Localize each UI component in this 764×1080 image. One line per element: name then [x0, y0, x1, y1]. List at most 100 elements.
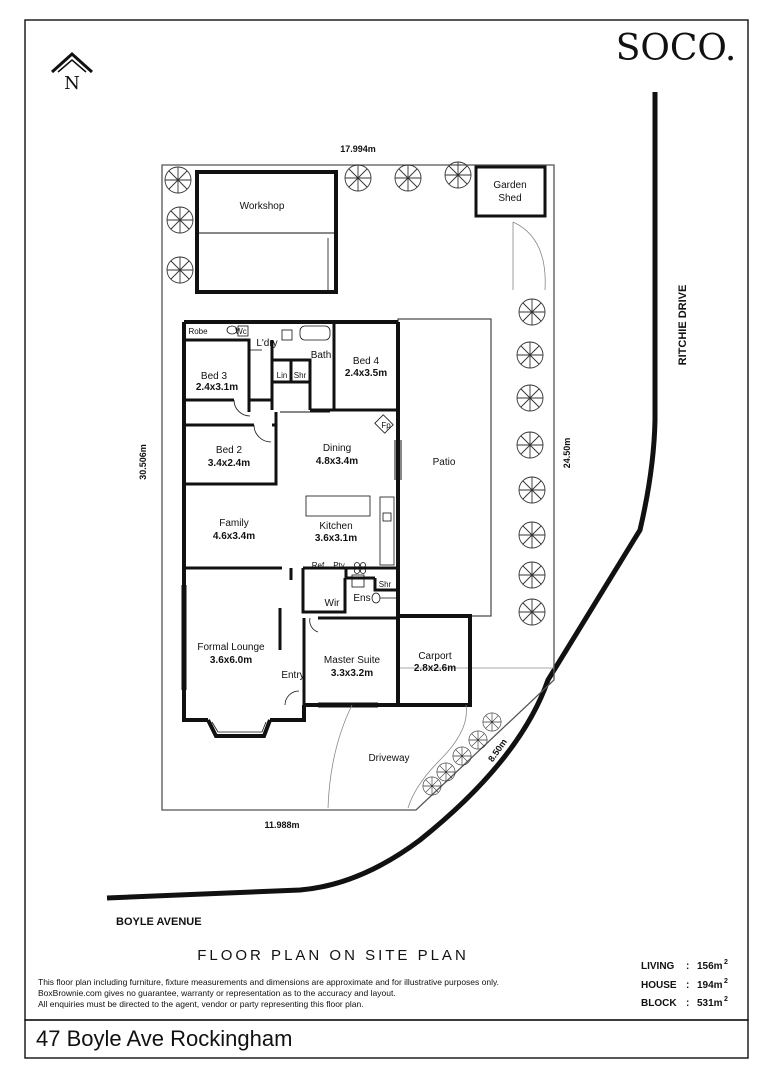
tree-icon: [436, 762, 456, 782]
driveway-edge-left: [327, 704, 353, 809]
tree-icon: [518, 298, 546, 326]
bed3-size: 2.4x3.1m: [196, 382, 238, 393]
disclaimer-line-2: BoxBrownie.com gives no guarantee, warra…: [38, 988, 396, 998]
garden-trees: [164, 161, 546, 796]
ref-label: Ref: [312, 561, 325, 570]
tree-icon: [394, 164, 422, 192]
toilet-icon: [226, 325, 238, 335]
dim-top: 17.994m: [340, 144, 376, 154]
compass-label: N: [64, 73, 80, 94]
stat-block-value: 531m: [697, 998, 723, 1009]
house-walls: [182, 320, 472, 722]
pty-label: Pty: [333, 561, 345, 570]
stat-block-sup: 2: [724, 996, 728, 1003]
tree-icon: [452, 746, 472, 766]
ens-basin-icon: [351, 574, 365, 588]
tree-icon: [518, 598, 546, 626]
driveway-edge-right: [407, 704, 467, 809]
door-swings: [233, 349, 398, 706]
driveway-label: Driveway: [368, 753, 409, 764]
garden-shed-label-2: Shed: [498, 193, 521, 204]
property-address: 47 Boyle Ave Rockingham: [36, 1026, 292, 1051]
master-suite-size: 3.3x3.2m: [331, 668, 373, 679]
tree-icon: [164, 166, 192, 194]
workshop: Workshop: [195, 170, 338, 294]
kitchen-size: 3.6x3.1m: [315, 533, 357, 544]
bay-window: [206, 719, 272, 738]
north-compass-icon: N: [50, 51, 94, 94]
tree-icon: [516, 384, 544, 412]
tree-icon: [516, 431, 544, 459]
stat-block-label: BLOCK: [641, 998, 677, 1009]
bed2-size: 3.4x2.4m: [208, 458, 250, 469]
basin-icon: [237, 325, 249, 337]
lin-label: Lin: [277, 371, 288, 380]
plan-title: FLOOR PLAN ON SITE PLAN: [197, 947, 469, 964]
dim-right: 24.50m: [562, 438, 572, 469]
formal-lounge-label: Formal Lounge: [197, 642, 265, 653]
robe-label: Robe: [188, 327, 208, 336]
tree-icon: [166, 256, 194, 284]
dim-left: 30.506m: [138, 444, 148, 480]
tree-icon: [518, 561, 546, 589]
fp-label: Fp: [381, 421, 391, 430]
stat-living-value: 156m: [697, 961, 723, 972]
stat-house-sep: :: [686, 980, 689, 991]
tree-icon: [516, 341, 544, 369]
fixtures: [226, 325, 395, 604]
tree-icon: [344, 164, 372, 192]
stat-house: HOUSE : 194m 2: [641, 978, 728, 991]
site-boundary: [161, 164, 555, 811]
stat-living-sup: 2: [724, 959, 728, 966]
family-label: Family: [219, 518, 248, 529]
dining-size: 4.8x3.4m: [316, 456, 358, 467]
patio: Patio: [397, 318, 492, 617]
bed2-label: Bed 2: [216, 445, 243, 456]
master-suite-label: Master Suite: [324, 655, 381, 666]
tree-icon: [518, 476, 546, 504]
stat-house-value: 194m: [697, 980, 723, 991]
room-labels: Robe Wc L'dry Bath Lin Shr Bed 3 2.4x3.1…: [188, 327, 456, 764]
family-size: 4.6x3.4m: [213, 531, 255, 542]
tree-icon: [482, 712, 502, 732]
bed4-label: Bed 4: [353, 356, 380, 367]
street-label-east: RITCHIE DRIVE: [677, 285, 689, 366]
garden-shed-label-1: Garden: [493, 180, 526, 191]
bathtub-icon: [299, 325, 331, 341]
ens-shr-label: Shr: [379, 580, 392, 589]
stat-house-sup: 2: [724, 978, 728, 985]
bed4-size: 2.4x3.5m: [345, 368, 387, 379]
street-kerb-line: [106, 92, 658, 901]
interior-walls: [184, 322, 400, 705]
stat-living-sep: :: [686, 961, 689, 972]
brand-logo: SOCO.: [616, 28, 737, 69]
stat-living: LIVING : 156m 2: [641, 959, 728, 972]
shr-label: Shr: [294, 371, 307, 380]
dim-bottom: 11.988m: [264, 820, 299, 830]
stat-block-sep: :: [686, 998, 689, 1009]
carport-size: 2.8x2.6m: [414, 663, 456, 674]
street-label-south: BOYLE AVENUE: [116, 916, 202, 928]
tree-icon: [166, 206, 194, 234]
stat-living-label: LIVING: [641, 961, 675, 972]
kitchen-label: Kitchen: [319, 521, 352, 532]
wc-label: Wc: [235, 327, 247, 336]
garden-shed: Garden Shed: [474, 165, 547, 218]
stat-house-label: HOUSE: [641, 980, 677, 991]
disclaimer-line-1: This floor plan including furniture, fix…: [38, 977, 499, 987]
patio-label: Patio: [433, 457, 456, 468]
path-curve: [512, 221, 546, 291]
tree-icon: [468, 730, 488, 750]
ens-toilet-icon: [371, 592, 381, 604]
bay-window-inner: [211, 721, 267, 733]
tree-icon: [422, 776, 442, 796]
workshop-label: Workshop: [240, 201, 285, 212]
address-box: [24, 1019, 749, 1059]
sink-icon: [382, 512, 392, 522]
cooktop-icon: [354, 562, 360, 568]
wir-label: Wir: [325, 598, 341, 609]
bath-label: Bath: [311, 350, 332, 361]
tree-icon: [444, 161, 472, 189]
ens-label: Ens: [353, 593, 370, 604]
